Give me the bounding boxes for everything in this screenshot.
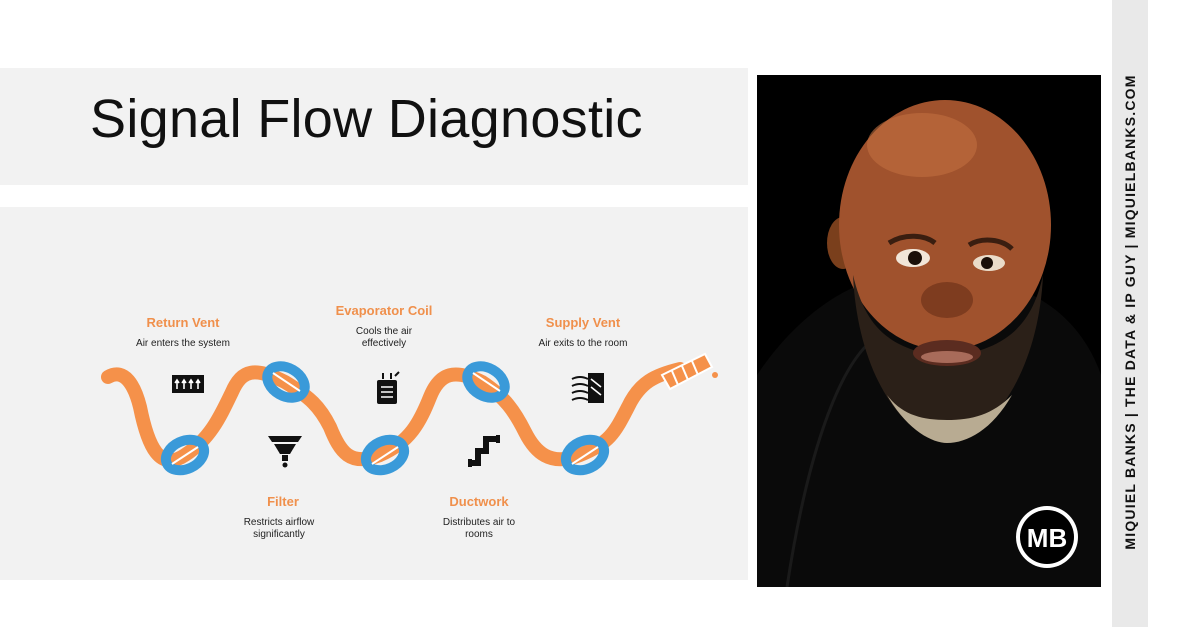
knot-4 [462, 361, 510, 403]
supply-vent-icon [571, 373, 604, 403]
step-title-evaporator-coil: Evaporator Coil [335, 303, 433, 318]
mb-logo: MB [1016, 506, 1078, 568]
portrait-photo: MB [757, 75, 1101, 587]
logo-text: MB [1027, 523, 1067, 553]
step-desc-line: rooms [465, 529, 493, 540]
page-title: Signal Flow Diagnostic [90, 89, 643, 149]
step-title-ductwork: Ductwork [449, 494, 509, 509]
ductwork-icon [468, 435, 500, 467]
diagram-panel: Return Vent Air enters the system Filter… [0, 207, 748, 580]
step-desc-ductwork: Distributes air to rooms [399, 517, 559, 541]
hose-nozzle [660, 352, 718, 391]
knot-1 [160, 434, 210, 476]
step-desc-supply-vent: Air exits to the room [503, 338, 663, 350]
step-desc-line: Restricts airflow [243, 517, 315, 528]
return-vent-icon [172, 375, 204, 393]
filter-icon [268, 436, 302, 468]
side-banner [1112, 0, 1148, 627]
step-desc-filter: Restricts airflow significantly [199, 517, 359, 541]
step-title-return-vent: Return Vent [146, 315, 220, 330]
portrait-illustration: MB [757, 75, 1101, 587]
step-desc-line: Air exits to the room [538, 338, 628, 349]
hose-diagram [101, 352, 718, 476]
step-title-filter: Filter [267, 494, 299, 509]
step-desc-line: Air enters the system [136, 338, 230, 349]
knot-3 [360, 434, 410, 476]
step-desc-line: Distributes air to [442, 517, 516, 528]
step-desc-evaporator-coil: Cools the air effectively [304, 326, 464, 350]
title-panel [0, 68, 748, 185]
evaporator-coil-icon [377, 371, 400, 404]
step-title-supply-vent: Supply Vent [545, 315, 621, 330]
side-banner-text: MIQUIEL BANKS | THE DATA & IP GUY | MIQU… [1122, 74, 1138, 550]
knot-5 [560, 434, 610, 476]
step-desc-line: effectively [361, 338, 407, 349]
step-desc-line: Cools the air [355, 326, 413, 337]
knot-2 [262, 361, 310, 403]
step-desc-return-vent: Air enters the system [103, 338, 263, 350]
step-desc-line: significantly [253, 529, 305, 540]
